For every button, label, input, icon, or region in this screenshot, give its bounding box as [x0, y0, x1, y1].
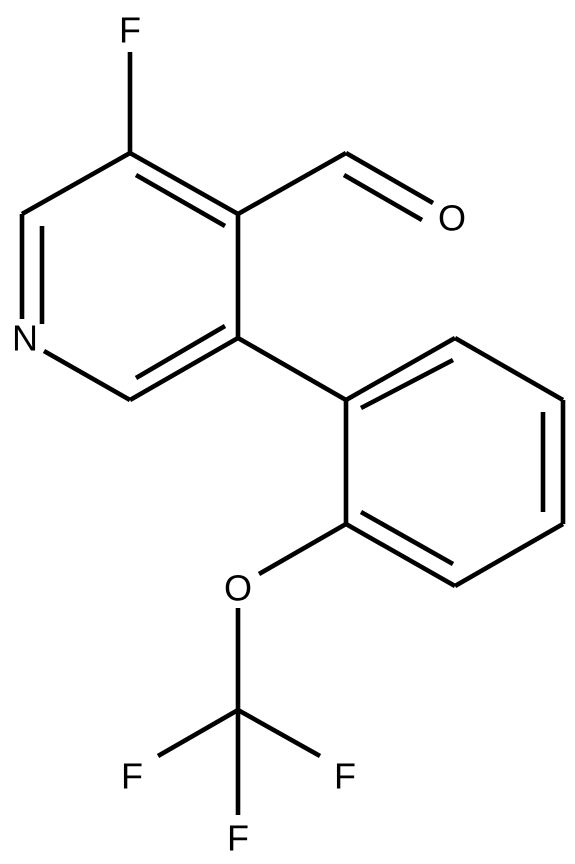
bond-c2-c3 — [20, 150, 132, 217]
bond-cf3-f-right — [236, 707, 322, 759]
pyridine-ring — [19, 150, 241, 402]
bond-c5-c6 — [128, 336, 240, 402]
bond-c5-phenyl — [236, 336, 348, 402]
bond-c5-c6-inner — [134, 324, 227, 380]
atom-f-top: F — [119, 10, 141, 51]
atom-o-ether: O — [224, 568, 252, 609]
bond-b2-b3 — [453, 336, 565, 402]
atom-f-left: F — [121, 756, 143, 797]
bond-b4-b5 — [453, 522, 565, 588]
bond-b5-b6 — [344, 522, 457, 588]
bond-c3-c4 — [128, 150, 240, 217]
benzene-ring — [343, 336, 566, 588]
atom-n-ring: N — [12, 318, 38, 359]
bond-c3-c4-inner — [134, 173, 227, 228]
bond-co-inner — [342, 173, 424, 222]
aldehyde-group — [236, 150, 435, 222]
atom-f-right: F — [334, 756, 356, 797]
bond-b1-b2-inner — [359, 357, 455, 411]
bond-co-outer — [344, 151, 435, 205]
atom-f-bottom: F — [227, 818, 249, 859]
bond-c4-cho — [236, 150, 348, 217]
bond-b6-o — [257, 522, 348, 576]
bond-b5-b6-inner — [359, 509, 455, 567]
trifluoromethoxy-group — [156, 522, 348, 815]
bond-cf3-f-left — [156, 708, 240, 758]
atom-o-aldehyde: O — [438, 198, 466, 239]
bond-c6-n1 — [42, 349, 132, 402]
bond-b1-b2 — [344, 336, 457, 402]
